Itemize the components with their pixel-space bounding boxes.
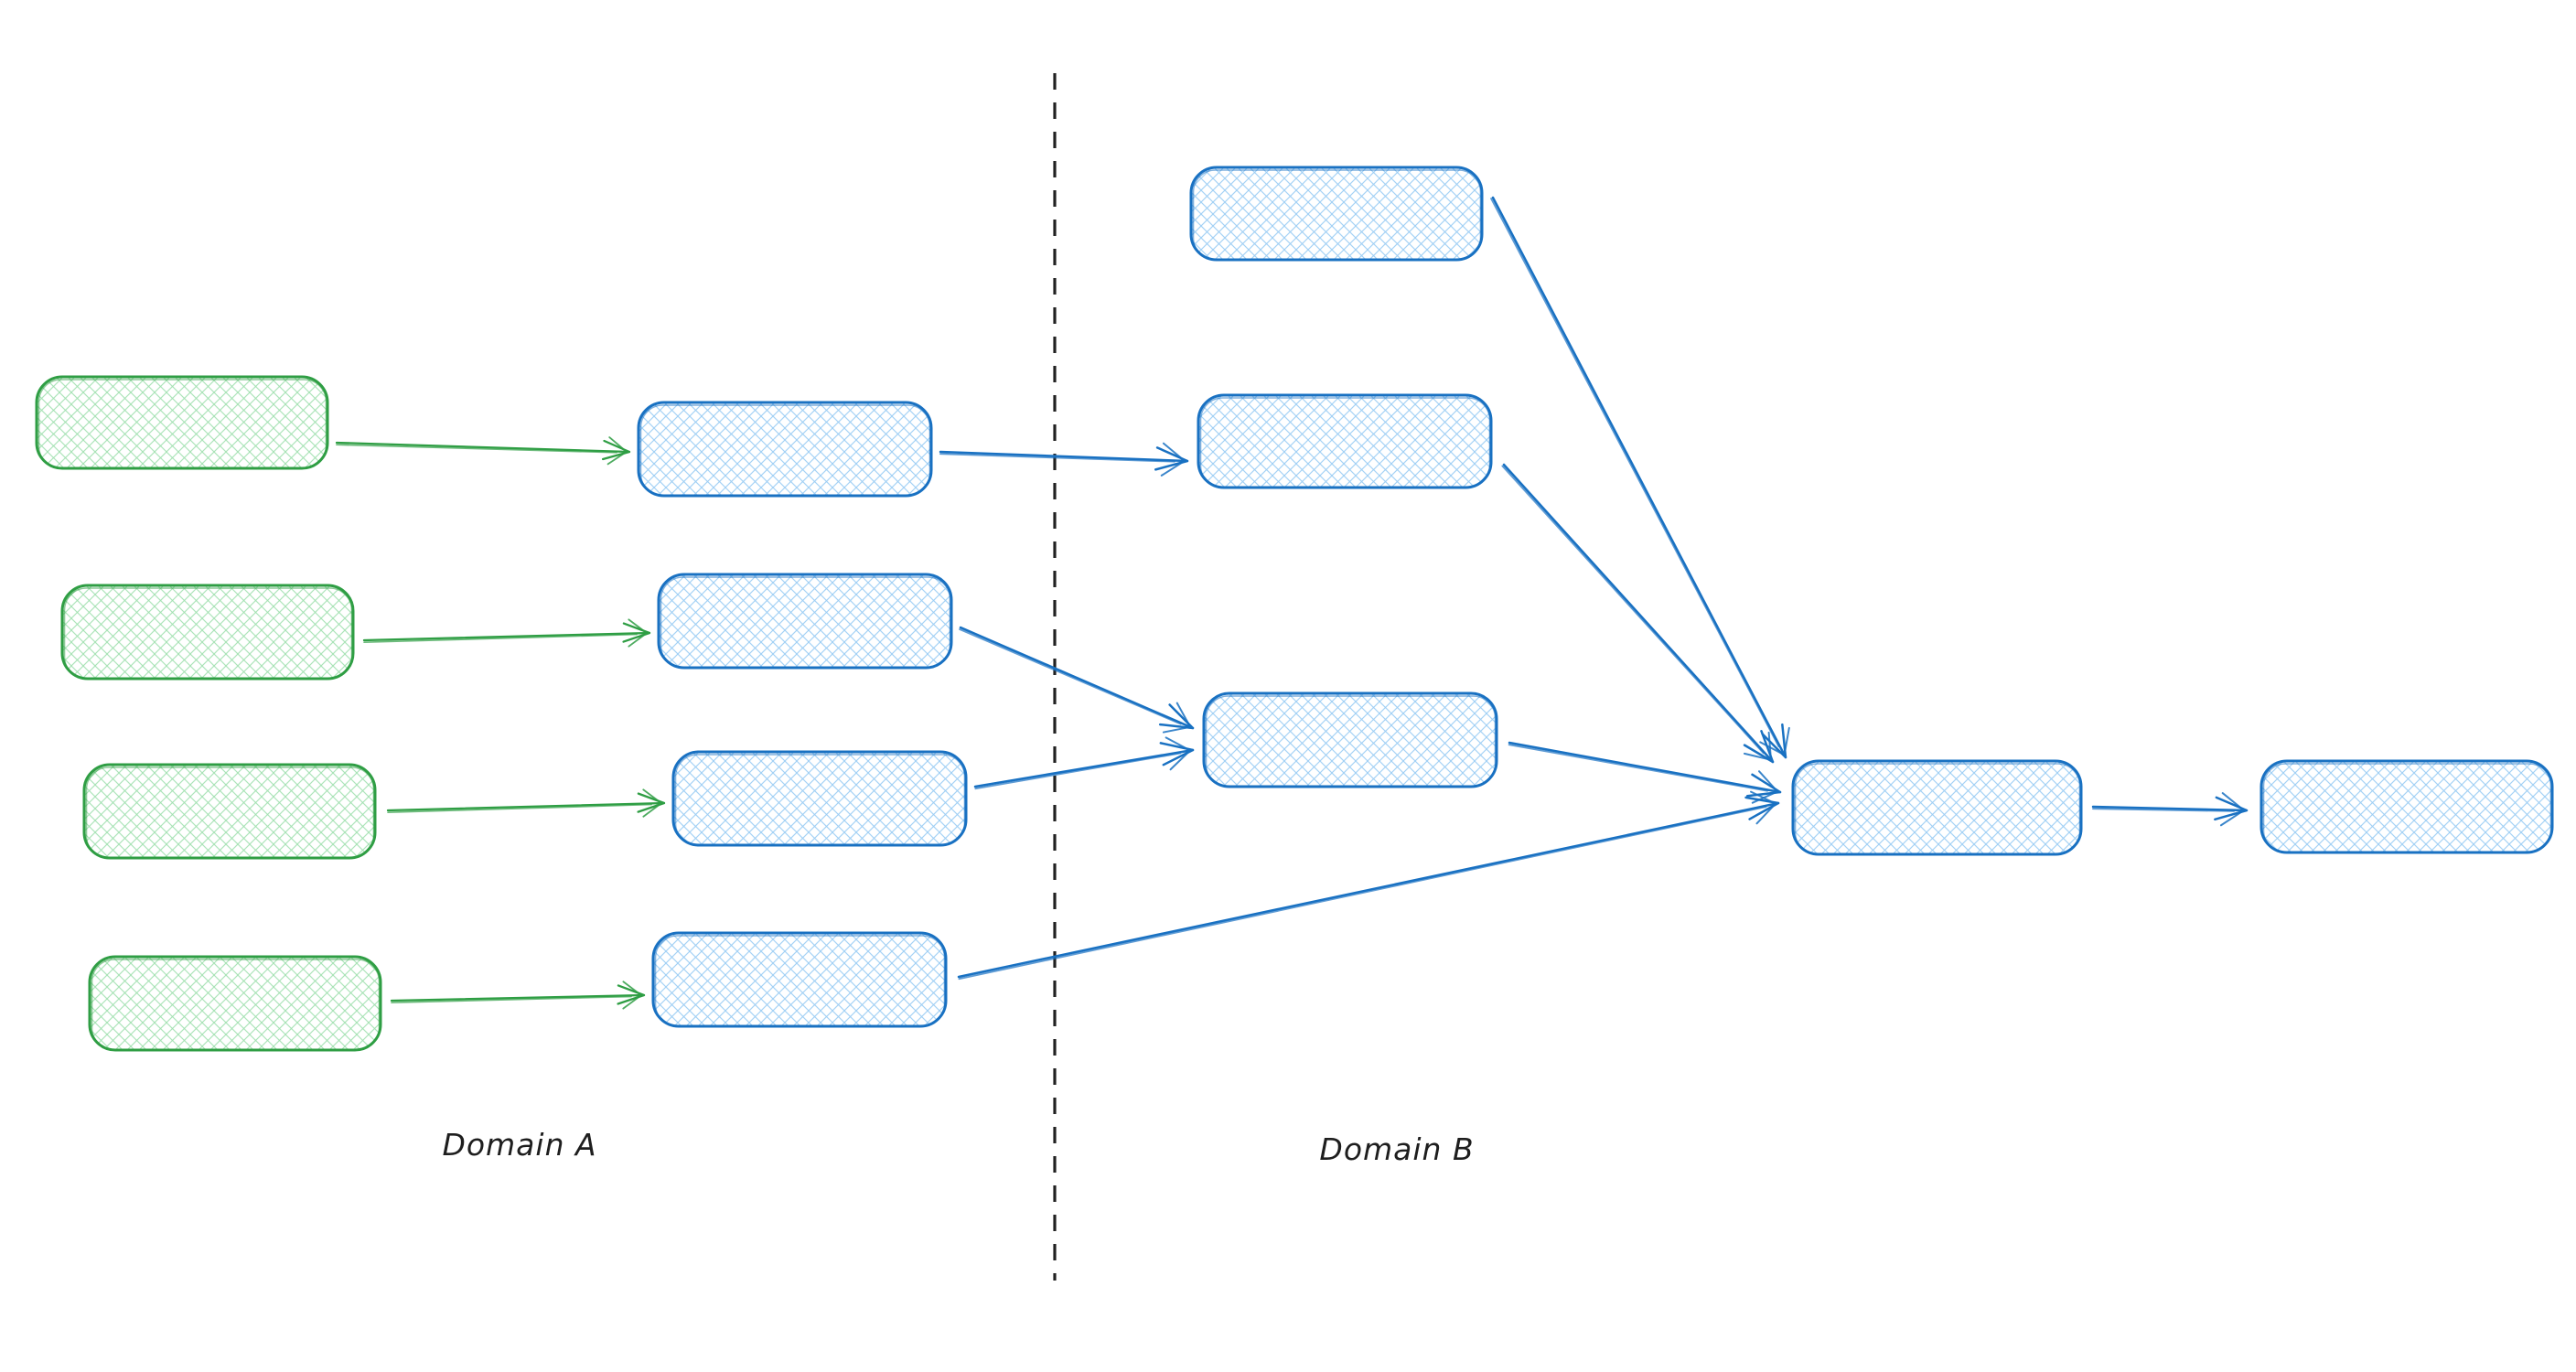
edge-source-1-stage-1 bbox=[335, 436, 631, 466]
node-source-2 bbox=[60, 584, 355, 681]
domain-b-label: Domain B bbox=[1319, 1131, 1475, 1167]
edge-stage-3-target-3 bbox=[973, 736, 1195, 790]
edge-target-1-aggregator bbox=[1490, 196, 1790, 759]
node-target-3 bbox=[1202, 691, 1498, 788]
node-source-3 bbox=[82, 763, 377, 860]
edge-source-3-stage-3 bbox=[386, 788, 666, 818]
node-stage-4 bbox=[651, 931, 948, 1028]
edge-stage-4-aggregator bbox=[957, 790, 1780, 981]
edge-target-2-aggregator bbox=[1501, 463, 1775, 764]
edge-aggregator-output bbox=[2091, 792, 2249, 827]
node-source-4 bbox=[88, 955, 382, 1052]
edge-stage-1-target-2 bbox=[939, 442, 1189, 477]
edge-source-4-stage-4 bbox=[390, 981, 646, 1010]
domain-a-label: Domain A bbox=[442, 1127, 597, 1163]
node-target-1 bbox=[1189, 166, 1484, 262]
edge-target-3-aggregator bbox=[1508, 741, 1782, 804]
node-aggregator bbox=[1791, 759, 2083, 856]
node-stage-3 bbox=[671, 750, 968, 847]
edge-stage-2-target-3 bbox=[959, 626, 1195, 734]
node-target-2 bbox=[1197, 393, 1493, 489]
node-stage-2 bbox=[657, 573, 953, 670]
edge-source-2-stage-2 bbox=[362, 618, 651, 648]
node-source-1 bbox=[35, 375, 329, 470]
node-stage-1 bbox=[637, 401, 933, 498]
node-output bbox=[2259, 759, 2554, 854]
